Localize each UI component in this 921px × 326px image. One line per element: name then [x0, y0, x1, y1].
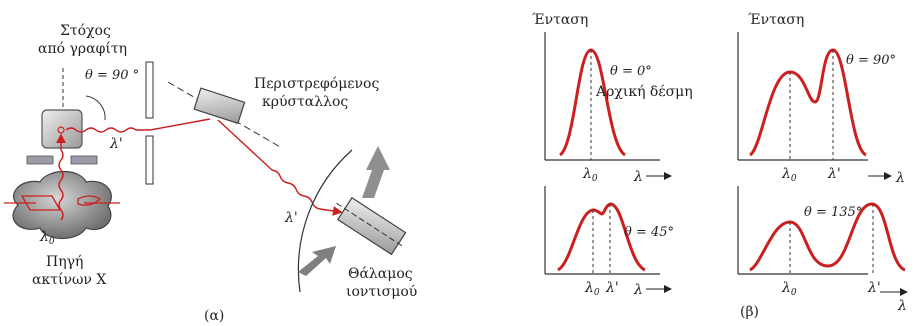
x-axis-lambda-p1: λ: [633, 169, 643, 185]
intensity-label-right: Ένταση: [748, 12, 804, 28]
ionization-chamber: [336, 196, 407, 256]
graphite-target: [41, 109, 83, 149]
x-axis-lambda-p4: λ: [897, 298, 907, 314]
beam-to-crystal: [149, 118, 211, 131]
caption-beta: (β): [740, 304, 759, 320]
reflected-beam: [217, 119, 273, 171]
theta-135-label: θ = 135°: [804, 205, 862, 220]
lambda-prime-label-2: λ': [284, 210, 298, 226]
theta-90-spectrum-label: θ = 90°: [846, 53, 896, 68]
spectrum-panel-theta-45: θ = 45° λ0 λ' λ: [544, 186, 674, 298]
slit-left: [26, 155, 54, 165]
tick-lambda0-p3: λ0: [584, 280, 600, 298]
chamber-label-line2: ιοντισμού: [346, 284, 417, 300]
source-label-line2: ακτίνων X: [32, 271, 106, 288]
chamber-label-line1: Θάλαμος: [348, 266, 413, 282]
crystal-label-line1: Περιστρεφόμενος: [254, 76, 379, 92]
tick-lambda0-p2: λ0: [781, 166, 797, 184]
theta-45-label: θ = 45°: [624, 225, 674, 240]
scattered-beam: [65, 127, 150, 133]
rotation-arrow-up: [362, 146, 390, 198]
spectrum-panel-theta-0: θ = 0° Αρχική δέσμη λ0 λ: [544, 32, 693, 185]
tick-lambda-prime-p2: λ': [827, 166, 841, 182]
rotation-arrow-down: [298, 246, 336, 276]
collimator-upper: [145, 61, 154, 119]
target-label-line1: Στόχος: [60, 23, 111, 39]
curve-theta-45: [557, 202, 646, 272]
scatter-point: [57, 126, 65, 134]
crystal-label-line2: κρύσταλλος: [262, 94, 348, 110]
theta-arc: [85, 95, 106, 121]
theta-90-label: θ = 90 °: [85, 68, 139, 83]
collimator-lower: [145, 135, 154, 185]
xray-tube: [12, 170, 112, 240]
lambda-prime-label-1: λ': [109, 136, 123, 152]
spectrum-panel-theta-90: θ = 90° λ0 λ' λ: [737, 32, 905, 186]
caption-alpha: (α): [204, 308, 224, 324]
reflected-wavy-beam: [271, 169, 343, 216]
rotating-crystal: [193, 87, 246, 125]
intensity-label-left: Ένταση: [532, 12, 588, 28]
lambda0-label: λ0: [39, 229, 55, 247]
tick-lambda0-p1: λ0: [582, 166, 598, 184]
tick-lambda-prime-p3: λ': [605, 280, 619, 296]
intensity-spectra: Ένταση Ένταση θ = 0° Αρχική δέσμη λ0 λ θ…: [532, 12, 908, 320]
x-axis-lambda-p3: λ: [633, 282, 643, 298]
x-axis-lambda-p2: λ: [895, 170, 905, 186]
target-label-line2: από γραφίτη: [38, 40, 127, 57]
theta-0-label: θ = 0°: [610, 64, 652, 79]
anode-red: [77, 195, 102, 206]
detector-arc: [297, 149, 353, 293]
spectrum-panel-theta-135: θ = 135° λ0 λ' λ: [737, 186, 908, 314]
slit-right: [70, 155, 98, 165]
tick-lambda-prime-p4: λ': [867, 280, 881, 296]
experiment-setup: Στόχος από γραφίτη θ = 90 ° λ0 Πηγή ακτί…: [4, 23, 417, 324]
curve-theta-135: [749, 202, 906, 272]
incident-beam: [56, 133, 66, 221]
cathode-red: [20, 195, 62, 211]
curve-theta-90: [748, 48, 867, 157]
tick-lambda0-p4: λ0: [781, 280, 797, 298]
initial-beam-label: Αρχική δέσμη: [595, 83, 693, 100]
source-label-line1: Πηγή: [46, 254, 83, 270]
